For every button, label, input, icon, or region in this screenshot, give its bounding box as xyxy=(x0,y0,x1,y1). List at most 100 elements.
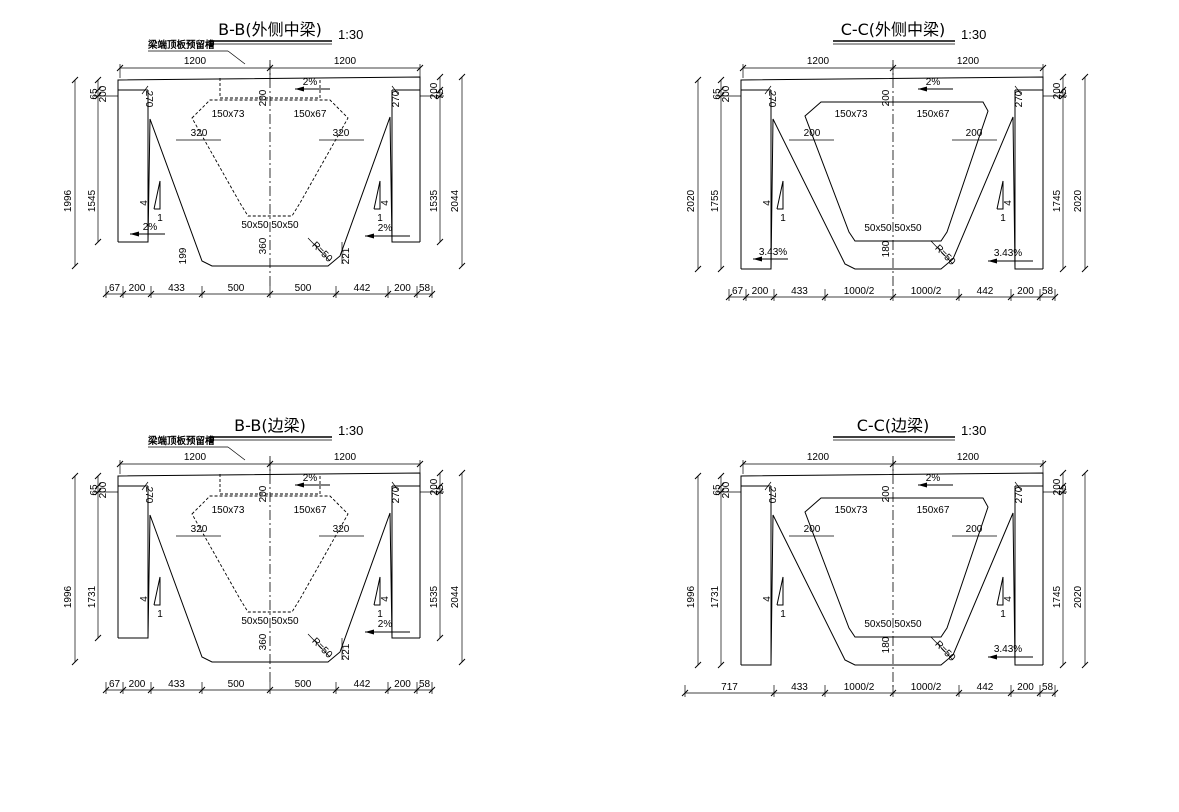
dimension-tick xyxy=(436,86,444,94)
dimension-tick xyxy=(1059,265,1067,273)
arrow-head xyxy=(988,654,997,660)
gradient-label: 1 xyxy=(1000,213,1006,224)
dimension-tick xyxy=(71,472,79,480)
chamfer-label: 50x50 xyxy=(241,220,269,231)
girder-outline xyxy=(118,116,420,267)
flange-dim: 270 xyxy=(391,90,402,107)
dimension-tick xyxy=(94,238,102,246)
flange-dim: 270 xyxy=(1014,90,1025,107)
leader xyxy=(764,85,772,95)
dimension-tick xyxy=(436,73,444,81)
web-thickness: 320 xyxy=(333,128,350,139)
dimension-tick xyxy=(436,634,444,642)
gradient-label: 1 xyxy=(780,213,786,224)
dimension-tick xyxy=(717,472,725,480)
vertical-dim: 199 xyxy=(178,247,189,264)
gradient-triangle xyxy=(996,576,1004,606)
dimension-tick xyxy=(1059,661,1067,669)
dimension-label: 58 xyxy=(1042,286,1054,297)
center-top-dim: 200 xyxy=(881,89,892,106)
chamfer-label: 150x73 xyxy=(212,109,245,120)
dimension-label: 75 xyxy=(1058,88,1069,100)
chamfer-label: 150x67 xyxy=(917,505,950,516)
flange-dim: 270 xyxy=(391,486,402,503)
chamfer-label: 50x50 xyxy=(894,223,922,234)
dimension-tick xyxy=(1081,469,1089,477)
vertical-dim: 221 xyxy=(341,247,352,264)
dimension-label: 1200 xyxy=(334,452,357,463)
arrow-head xyxy=(918,482,927,488)
slope-label: 2% xyxy=(303,77,318,88)
dimension-label: 1200 xyxy=(807,56,830,67)
dimension-tick xyxy=(94,472,102,480)
radius-label: R=50 xyxy=(932,243,957,268)
dimension-label: 75 xyxy=(435,88,446,100)
dimension-label: 1200 xyxy=(184,56,207,67)
radius-leader xyxy=(930,240,954,265)
web-thickness: 320 xyxy=(191,524,208,535)
dimension-label: 200 xyxy=(394,679,411,690)
arrow-head xyxy=(295,482,304,488)
dimension-label: 200 xyxy=(1017,286,1034,297)
chamfer-label: 50x50 xyxy=(894,619,922,630)
leader xyxy=(391,85,399,95)
gradient-triangle xyxy=(776,576,784,606)
web-thickness: 200 xyxy=(966,128,983,139)
dimension-label: 200 xyxy=(1017,682,1034,693)
scale-label: 1:30 xyxy=(338,27,363,42)
scale-label: 1:30 xyxy=(961,27,986,42)
dimension-label: 433 xyxy=(168,679,185,690)
slope-label: 2% xyxy=(143,222,158,233)
dimension-tick xyxy=(71,658,79,666)
scale-label: 1:30 xyxy=(961,423,986,438)
dimension-label: 2044 xyxy=(450,189,461,212)
leader xyxy=(141,481,149,491)
deck-outline xyxy=(740,472,1044,665)
dimension-label: 200 xyxy=(1052,82,1063,99)
gradient-label: 4 xyxy=(762,200,773,206)
dimension-tick xyxy=(717,661,725,669)
girder-outline xyxy=(118,512,420,663)
dimension-label: 200 xyxy=(129,283,146,294)
dimension-label: 442 xyxy=(977,682,994,693)
dimension-tick xyxy=(71,262,79,270)
chamfer-label: 50x50 xyxy=(864,223,892,234)
chamfer-label: 150x67 xyxy=(917,109,950,120)
gradient-label: 4 xyxy=(1003,596,1014,602)
radius-label: R=50 xyxy=(309,636,334,661)
dimension-label: 1745 xyxy=(1052,189,1063,212)
dimension-label: 1545 xyxy=(87,189,98,212)
dimension-tick xyxy=(1059,73,1067,81)
dimension-label: 58 xyxy=(1042,682,1054,693)
arrow-head xyxy=(130,231,139,237)
chamfer-label: 150x73 xyxy=(835,505,868,516)
gradient-label: 4 xyxy=(1003,200,1014,206)
dimension-label: 433 xyxy=(791,682,808,693)
dimension-tick xyxy=(694,76,702,84)
gradient-label: 1 xyxy=(1000,609,1006,620)
gradient-triangle xyxy=(776,180,784,210)
dimension-label: 67 xyxy=(732,286,744,297)
deck-outline xyxy=(117,76,421,242)
box-void xyxy=(191,99,349,217)
dimension-tick xyxy=(717,76,725,84)
dimension-label: 65 xyxy=(89,484,100,496)
dimension-tick xyxy=(458,658,466,666)
radius-leader xyxy=(307,633,331,658)
dimension-label: 75 xyxy=(435,484,446,496)
dimension-label: 1000/2 xyxy=(844,286,875,297)
dimension-tick xyxy=(717,265,725,273)
dimension-tick xyxy=(436,469,444,477)
dimension-tick xyxy=(1081,73,1089,81)
dimension-label: 2020 xyxy=(1073,585,1084,608)
leader xyxy=(1014,85,1022,95)
arrow-head xyxy=(918,86,927,92)
dimension-label: 200 xyxy=(98,85,109,102)
dimension-label: 500 xyxy=(295,679,312,690)
flange-dim: 270 xyxy=(143,487,154,504)
arrow-head xyxy=(753,256,762,262)
note-leader xyxy=(227,446,246,461)
